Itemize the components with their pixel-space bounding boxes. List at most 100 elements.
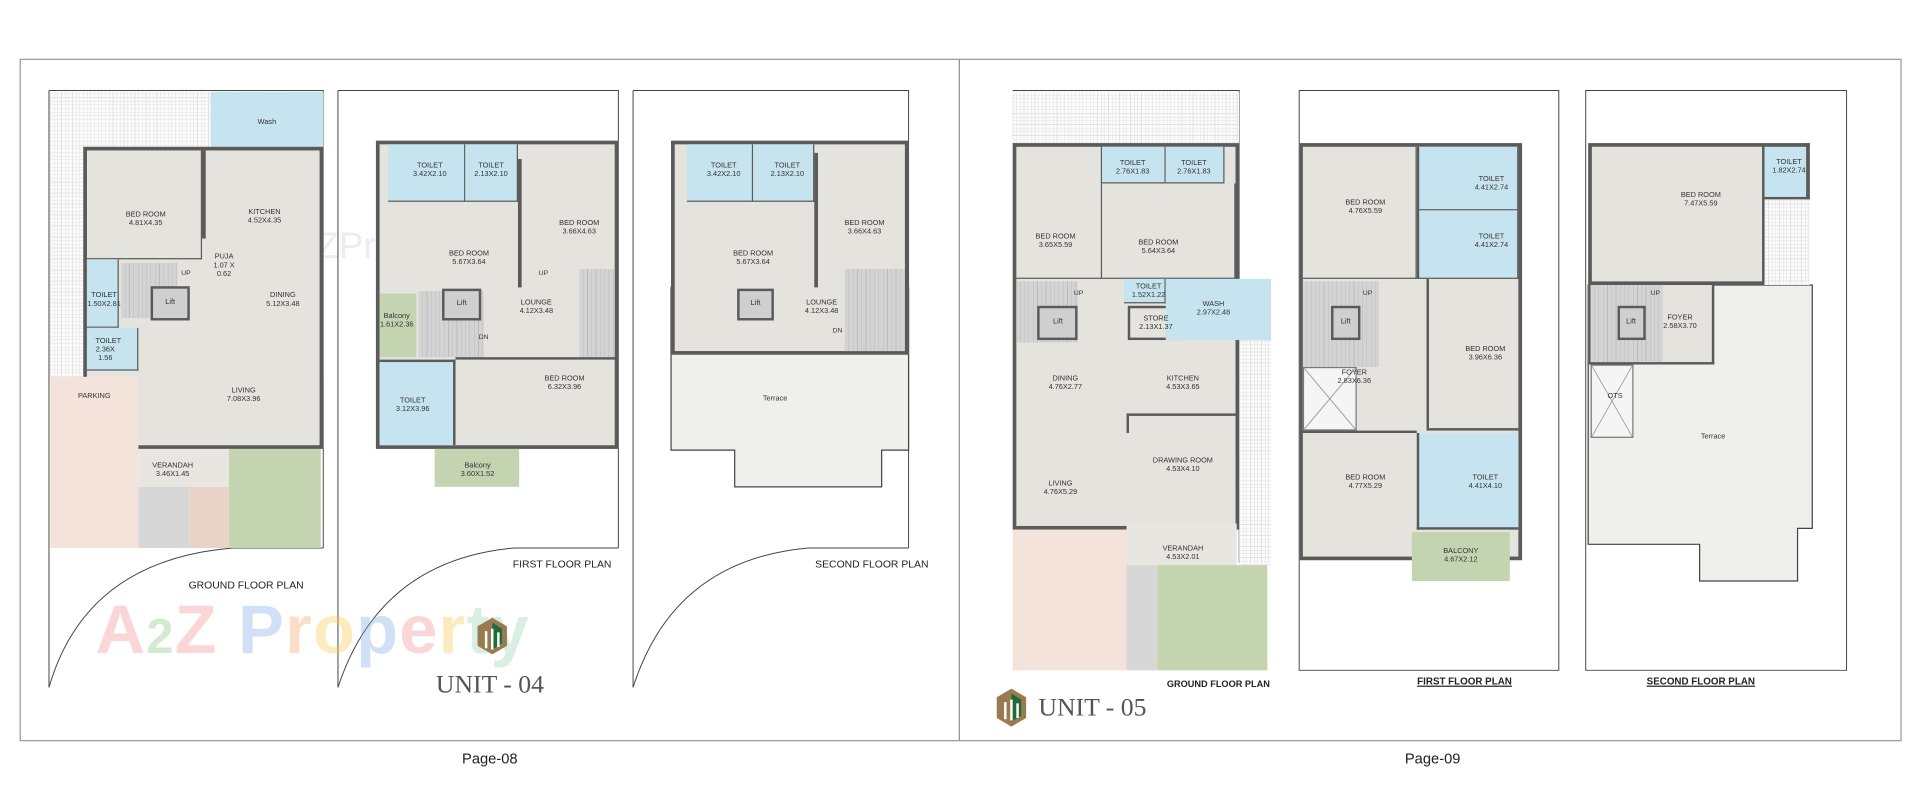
plan-title: SECOND FLOOR PLAN	[1646, 675, 1755, 687]
bedroom-area	[1426, 278, 1519, 431]
plan-title: FIRST FLOOR PLAN	[1417, 675, 1512, 687]
wash-area	[210, 91, 324, 147]
plan-title: SECOND FLOOR PLAN	[815, 557, 929, 571]
toilet-area	[753, 144, 815, 202]
kitchen-wall	[202, 150, 206, 239]
lift-shaft	[442, 288, 482, 321]
stair-down-marker: DN	[832, 327, 843, 336]
bedroom-area	[1302, 146, 1417, 279]
toilet-area	[379, 359, 456, 446]
room-label: Wash	[257, 119, 277, 127]
page-number: Page-08	[462, 749, 518, 767]
room-label: Lift	[750, 300, 761, 308]
page-09-frame	[958, 58, 1902, 742]
room-label: Lift	[1053, 318, 1063, 326]
verandah-area	[138, 448, 229, 487]
unit-label: UNIT - 04	[435, 669, 545, 699]
balcony-area	[379, 293, 417, 358]
toilet-area	[1416, 210, 1519, 279]
partition-wall	[1302, 430, 1417, 434]
driveway	[138, 486, 190, 548]
staircase	[844, 269, 905, 352]
bedroom-area	[86, 150, 203, 260]
lift-shaft	[1037, 305, 1078, 341]
plan-title: GROUND FLOOR PLAN	[1166, 678, 1270, 690]
verandah-area	[1126, 523, 1237, 566]
stair-up-marker: UP	[1650, 289, 1660, 298]
toilet-area	[1416, 146, 1519, 211]
plan-title: GROUND FLOOR PLAN	[188, 578, 304, 591]
paved-path	[189, 486, 229, 548]
partition-wall	[814, 152, 818, 288]
unit-label: UNIT - 05	[1038, 692, 1147, 722]
garden	[228, 448, 321, 548]
side-yard	[1239, 340, 1272, 566]
staircase	[579, 269, 615, 358]
toilet-area	[86, 259, 119, 328]
plan-title: FIRST FLOOR PLAN	[512, 557, 612, 571]
page-number: Page-09	[1404, 749, 1461, 767]
wash-area	[1165, 278, 1272, 341]
bedroom-area	[1016, 146, 1103, 279]
bedroom-area	[1102, 183, 1236, 279]
room-label: OTS	[1607, 393, 1623, 401]
ots-void	[1302, 366, 1357, 431]
partition-wall	[517, 159, 522, 288]
room-label: Lift	[456, 300, 467, 308]
toilet-area	[388, 144, 466, 202]
stair-up-marker: UP	[538, 270, 549, 278]
room-label: Lift	[165, 299, 176, 307]
lift-shaft	[150, 286, 190, 321]
stair-up-marker: UP	[181, 270, 191, 278]
room-label: Lift	[1340, 318, 1351, 326]
toilet-area	[465, 144, 518, 202]
garden	[1157, 565, 1268, 671]
lift-shaft	[1617, 305, 1646, 341]
ots-void	[1590, 364, 1634, 438]
room-label: Lift	[1626, 318, 1636, 326]
room-label: Terrace	[1700, 433, 1726, 441]
stair-up-marker: UP	[1362, 289, 1373, 298]
open-yard	[1012, 91, 1240, 144]
stair-down-marker: DN	[478, 333, 489, 342]
stair-up-marker: UP	[1073, 289, 1084, 298]
